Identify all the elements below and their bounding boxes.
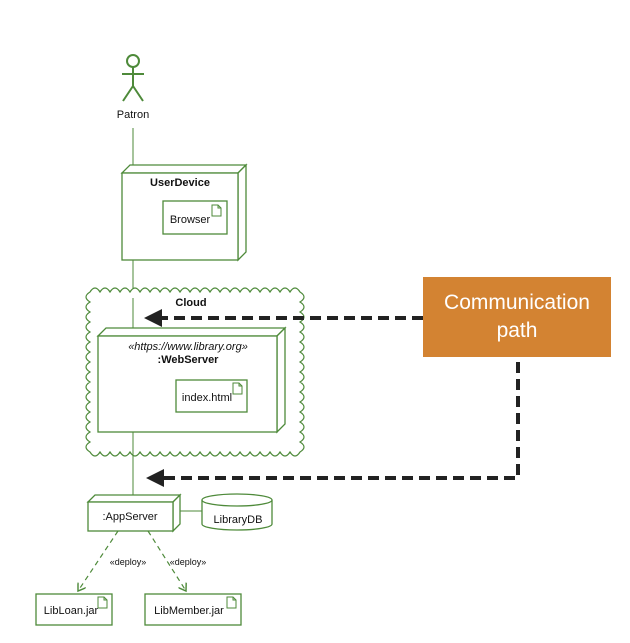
- libmember-artifact: LibMember.jar: [144, 593, 242, 626]
- userdevice-title: UserDevice: [150, 177, 210, 189]
- artifact-icon: [211, 204, 222, 217]
- webserver-title: :WebServer: [158, 354, 220, 366]
- callout-line-2: path: [496, 319, 538, 342]
- artifact-icon: [97, 596, 108, 609]
- patron-label: Patron: [117, 109, 149, 121]
- annotation-arrow-bottom: [146, 362, 520, 487]
- librarydb-database: [201, 493, 273, 531]
- libloan-artifact: LibLoan.jar: [35, 593, 113, 626]
- librarydb-label: LibraryDB: [214, 514, 263, 526]
- patron-actor: [122, 54, 144, 102]
- deploy-label-right: «deploy»: [170, 557, 207, 567]
- libloan-label: LibLoan.jar: [44, 605, 99, 617]
- browser-artifact: Browser: [162, 200, 228, 235]
- artifact-icon: [232, 382, 243, 395]
- appserver-title: :AppServer: [102, 511, 157, 523]
- cloud-title: Cloud: [175, 297, 206, 309]
- communication-path-callout: Communication path: [423, 277, 611, 357]
- artifact-icon: [226, 596, 237, 609]
- deploy-arrow-right: [147, 530, 186, 591]
- browser-label: Browser: [170, 214, 211, 226]
- appserver-node: [86, 493, 182, 533]
- annotation-arrow-top: [144, 309, 423, 327]
- index-html-artifact: index.html: [175, 379, 248, 413]
- deploy-arrow-left: [78, 530, 119, 591]
- libmember-label: LibMember.jar: [154, 605, 224, 617]
- callout-line-1: Communication: [444, 291, 590, 314]
- webserver-stereotype: «https://www.library.org»: [128, 341, 248, 353]
- deploy-label-left: «deploy»: [110, 557, 147, 567]
- index-html-label: index.html: [182, 392, 232, 404]
